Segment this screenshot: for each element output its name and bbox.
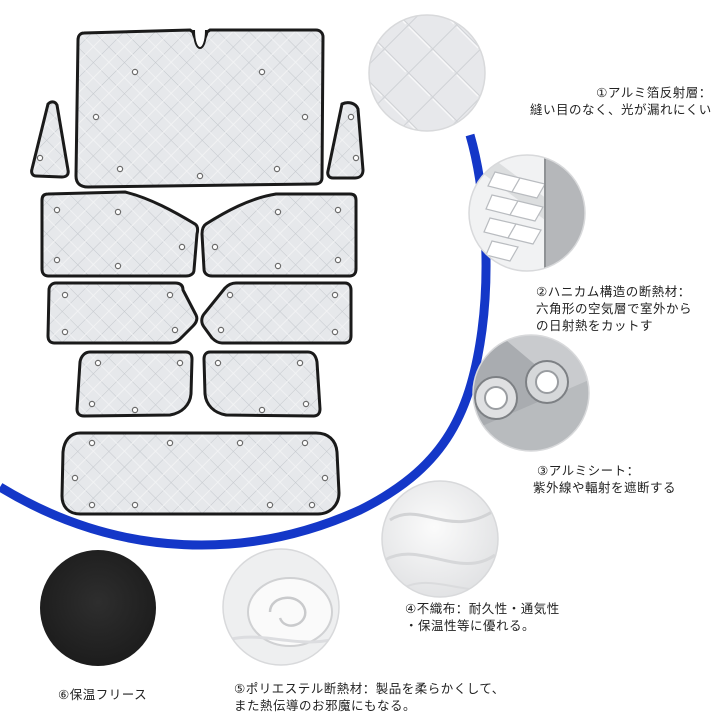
feature-label-honeycomb: ②ハニカム構造の断熱材： 六角形の空気層で室外から の日射熱をカットす — [536, 283, 692, 334]
panel-rear-left — [46, 281, 199, 345]
panel-front-right — [200, 192, 358, 278]
feature-label-aluminum-foil: ①アルミ箔反射層： 縫い目のなく、光が漏れにくい — [530, 84, 712, 118]
panel-front-left — [40, 190, 200, 278]
black-fleece-image — [40, 550, 156, 666]
feature-label-polyester: ⑤ポリエステル断熱材：製品を柔らかくして、 また熱伝導のお邪魔にもなる。 — [202, 680, 505, 714]
feature-1-title: ①アルミ箔反射層： — [596, 85, 712, 100]
panel-rear-right — [200, 281, 353, 345]
honeycomb-layer-image — [468, 154, 586, 272]
panel-grommets — [36, 68, 360, 509]
feature-2-desc-cont: の日射熱をカットす — [536, 318, 654, 333]
nonwoven-fabric-image — [381, 480, 499, 598]
feature-3-title: ③アルミシート： — [537, 463, 640, 478]
panel-side-right — [202, 350, 322, 418]
feature-4-desc: ・保温性等に優れる。 — [405, 618, 536, 633]
panel-left-quarter — [30, 100, 70, 179]
feature-label-nonwoven: ④不織布：耐久性・通気性 ・保温性等に優れる。 — [393, 600, 560, 634]
feature-2-desc: 六角形の空気層で室外から — [536, 301, 693, 316]
feature-4-title: ④不織布：耐久性・通気性 — [405, 601, 560, 616]
aluminum-rolls-image — [472, 334, 590, 452]
polyester-batting-image — [222, 548, 340, 666]
sunshade-panels — [30, 28, 365, 516]
feature-label-fleece: ⑥保温フリース — [58, 686, 147, 703]
feature-6-title: ⑥保温フリース — [58, 687, 148, 702]
feature-5-desc: また熱伝導のお邪魔にもなる。 — [234, 698, 417, 713]
quilted-foil-closeup — [368, 14, 486, 132]
panel-side-left — [75, 350, 194, 418]
panel-right-quarter — [326, 101, 365, 180]
feature-5-title: ⑤ポリエステル断熱材：製品を柔らかくして、 — [234, 681, 505, 696]
feature-1-desc: 縫い目のなく、光が漏れにくい — [530, 102, 712, 117]
panel-rear-window — [60, 431, 341, 516]
feature-2-title: ②ハニカム構造の断熱材： — [536, 284, 691, 299]
panel-windshield — [74, 28, 325, 189]
feature-label-aluminum-sheet: ③アルミシート： 紫外線や輻射を遮断する — [533, 462, 676, 496]
feature-3-desc: 紫外線や輻射を遮断する — [533, 480, 677, 495]
